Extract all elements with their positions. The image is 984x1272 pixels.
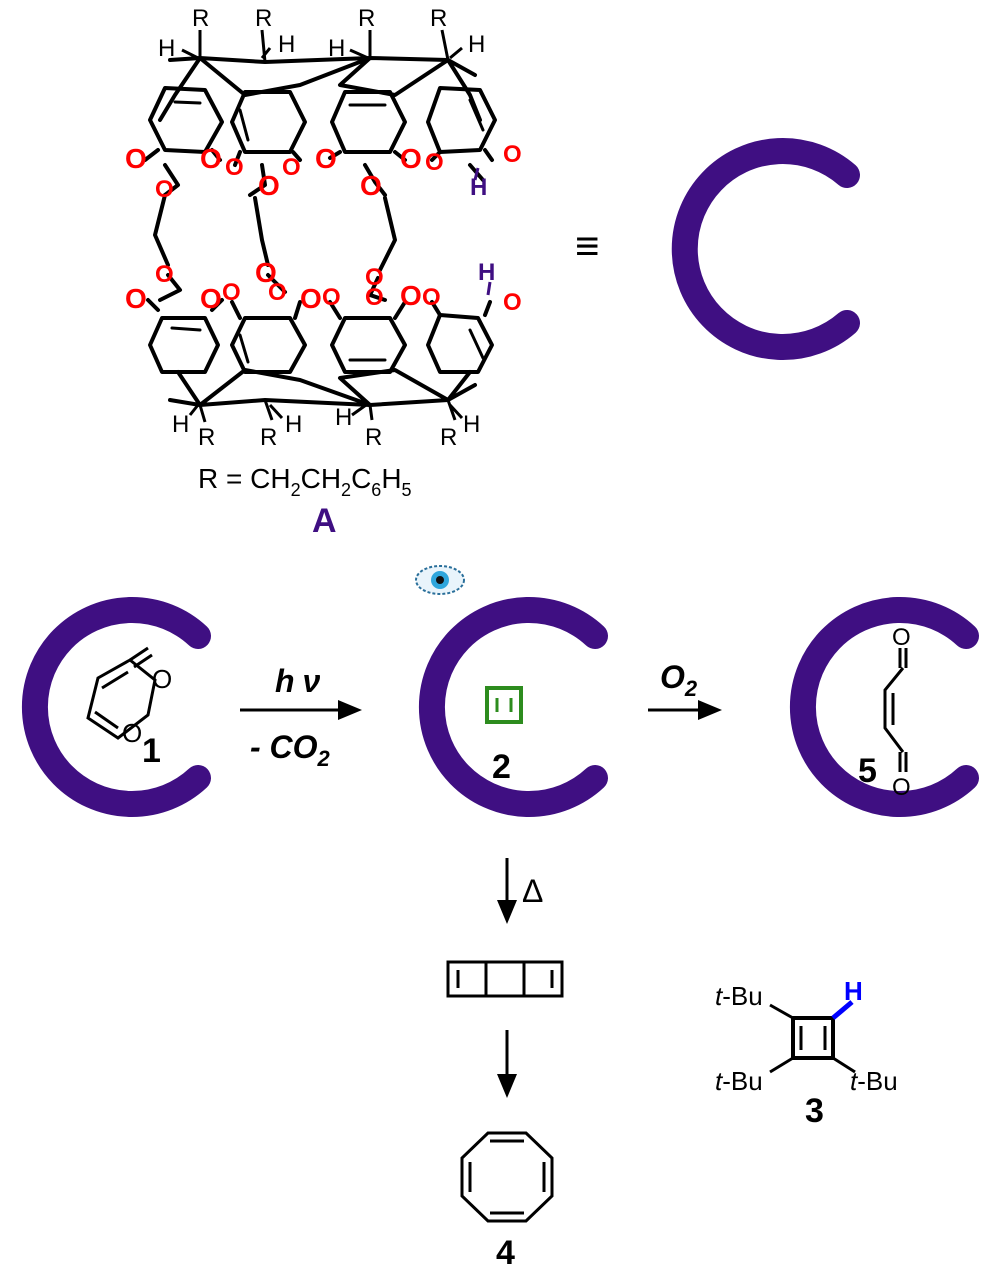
cavitand-cartoon-1 [21, 597, 211, 817]
o-atom: O [155, 176, 174, 203]
arrow-head [698, 700, 722, 720]
bottom-ring-2 [230, 316, 307, 374]
top-ring-1 [148, 86, 224, 154]
o-atom: O [422, 284, 441, 311]
compound-1-label: 1 [142, 732, 161, 770]
cavitand-oxygens: O O O O O O O O O O O O O O O O O O O O … [125, 141, 522, 316]
compound-3-label: 3 [805, 1092, 824, 1130]
cbd-dimer-structure [446, 960, 564, 998]
aldehyde-o-bottom: O [892, 774, 911, 801]
highlight-h-atom: H [470, 174, 487, 201]
carbonyl-o: O [152, 664, 172, 694]
top-ring-2 [230, 90, 307, 154]
ring-o: O [122, 718, 142, 748]
o-atom: O [300, 283, 322, 314]
compound-2-label: 2 [492, 748, 511, 786]
aldehyde-o-top: O [892, 624, 911, 651]
h-atom: H [158, 35, 175, 62]
o-atom: O [503, 141, 522, 168]
o-atom: O [200, 283, 222, 314]
h-atom: H [172, 411, 189, 438]
cavitand-label: A [312, 502, 337, 540]
equivalent-symbol: ≡ [575, 222, 600, 269]
r-definition: R = CH2CH2C6H5 [198, 463, 412, 500]
compound-5-label: 5 [858, 752, 877, 790]
bottom-ring-4 [426, 313, 494, 374]
o-atom: O [365, 264, 384, 291]
r-group: R [260, 424, 277, 451]
bottom-ring-3 [330, 316, 407, 374]
dialdehyde-structure [883, 648, 908, 772]
o-atom: O [503, 289, 522, 316]
cavitand-cartoon-3 [789, 597, 979, 817]
bottom-ring-1 [148, 316, 220, 374]
arrow-head [497, 1074, 517, 1098]
highlight-h-atom: H [478, 259, 495, 286]
h-atom: H [278, 31, 295, 58]
r-group: R [358, 5, 375, 32]
cbd-h-bond [831, 1000, 854, 1020]
o-atom: O [258, 170, 280, 201]
o-atom: O [125, 143, 147, 174]
o-atom: O [222, 279, 241, 306]
h-atom: H [285, 411, 302, 438]
tri-tbu-cyclobutadiene [769, 1003, 856, 1074]
o-atom: O [125, 283, 147, 314]
r-group: R [440, 424, 457, 451]
o-atom: O [322, 284, 341, 311]
cyclobutadiene-square [485, 686, 523, 724]
o2-label: O2 [660, 659, 698, 701]
o-atom: O [400, 280, 422, 311]
tbu-group: t-Bu [850, 1066, 898, 1096]
o-atom: O [155, 261, 174, 288]
tbu-group: t-Bu [715, 1066, 763, 1096]
r-group: R [430, 5, 447, 32]
pyranone-structure [86, 646, 157, 740]
r-group: R [198, 424, 215, 451]
o-atom: O [365, 284, 384, 311]
o-atom: O [400, 143, 422, 174]
bottom-substituents: H R R H H R R H [172, 399, 480, 451]
o-atom: O [425, 149, 444, 176]
o-atom: O [200, 143, 222, 174]
minus-co2-label: - CO2 [250, 729, 331, 771]
o-atom: O [282, 154, 301, 181]
r-group: R [255, 5, 272, 32]
cavitand-cartoon-large [671, 138, 860, 360]
tbu-group: t-Bu [715, 981, 763, 1011]
cbd-h-atom: H [844, 976, 863, 1006]
r-group: R [192, 5, 209, 32]
delta-label: Δ [522, 873, 543, 909]
h-atom: H [463, 411, 480, 438]
o-atom: O [255, 257, 277, 288]
eye-icon [415, 565, 465, 595]
h-atom: H [468, 31, 485, 58]
cavitand-cartoon-2 [418, 597, 608, 817]
arrow-head [497, 900, 517, 924]
o-atom: O [268, 279, 287, 306]
o-atom: O [360, 170, 382, 201]
top-ring-4 [426, 86, 497, 154]
o-atom: O [315, 143, 337, 174]
h-atom: H [335, 404, 352, 431]
cyclooctatetraene-structure [460, 1131, 554, 1223]
top-substituents: R R R R H H H H [158, 5, 485, 63]
top-ring-3 [330, 90, 407, 154]
arrow-head [338, 700, 362, 720]
compound-4-label: 4 [496, 1234, 515, 1272]
h-bond [473, 167, 492, 296]
cavitand-a-structure [143, 56, 497, 407]
o-atom: O [225, 154, 244, 181]
h-atom: H [328, 35, 345, 62]
r-group: R [365, 424, 382, 451]
